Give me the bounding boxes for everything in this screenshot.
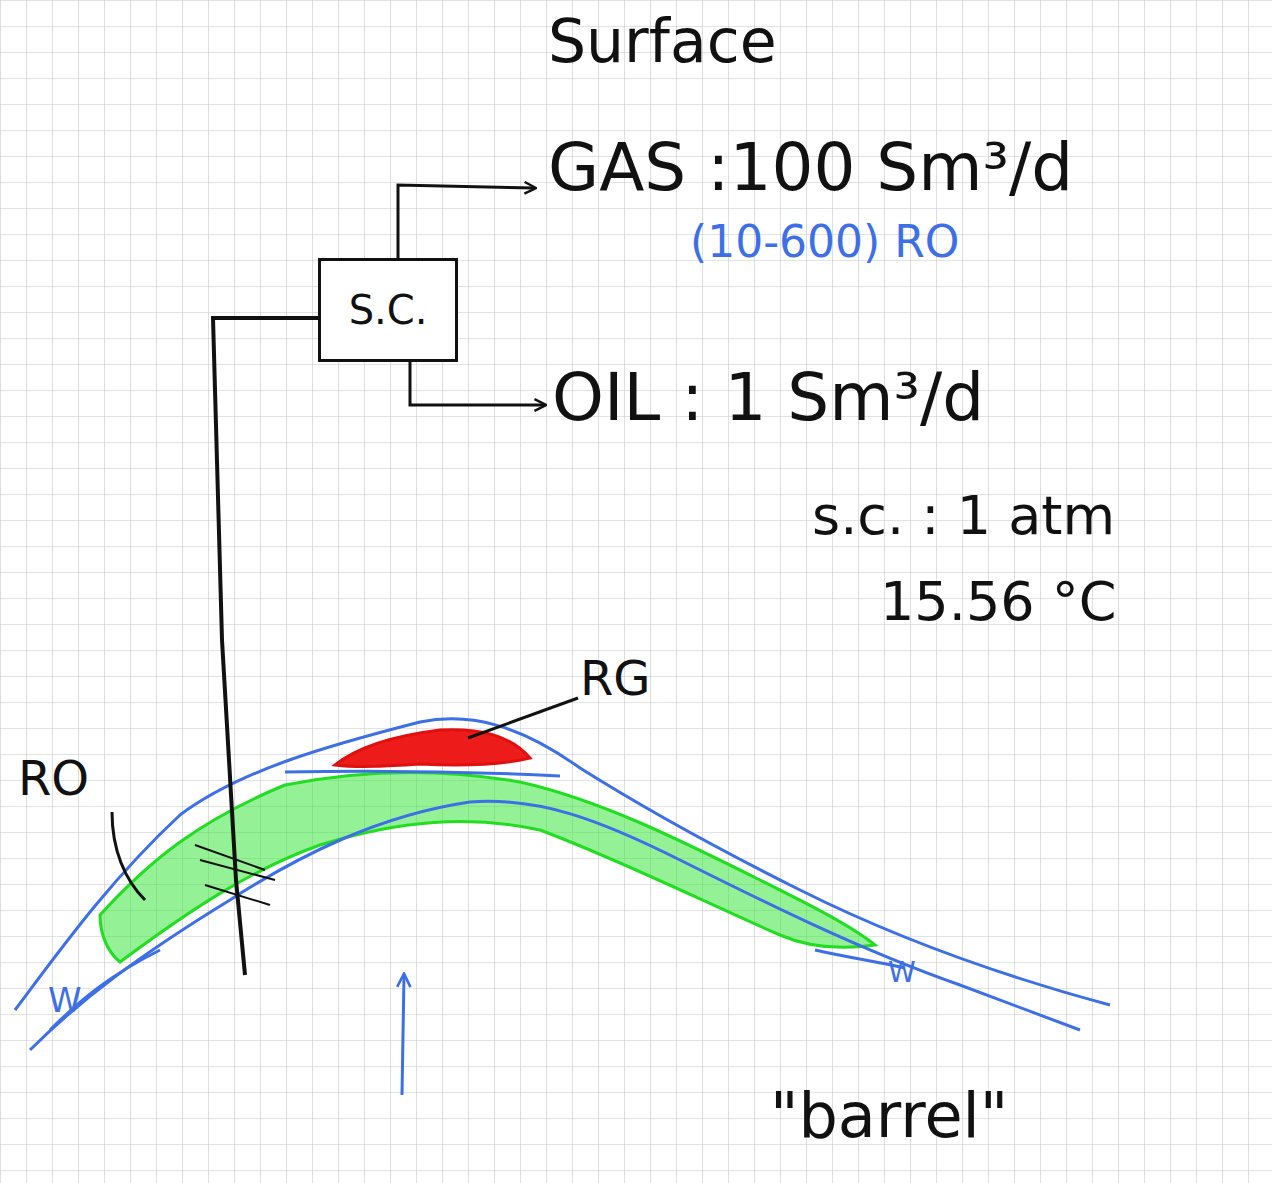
gas-oil-contact (285, 771, 560, 776)
flow-arrow (402, 975, 404, 1095)
oil-label: RO (18, 752, 89, 805)
water-label: W (888, 958, 916, 989)
standard-conditions: s.c. : 1 atm (812, 486, 1115, 545)
gas-cap (335, 730, 530, 767)
leader-line (468, 698, 578, 738)
gas-label: RG (580, 652, 651, 705)
standard-temperature: 15.56 °C (880, 572, 1116, 631)
gas-rate: GAS :100 Sm³/d (548, 132, 1073, 205)
water-label: W (48, 982, 82, 1019)
oil-flowline (410, 362, 545, 405)
reservoir-top (15, 719, 1110, 1010)
box-label: S.C. (349, 288, 428, 332)
heading: Surface (548, 8, 777, 74)
reservoir-base (30, 801, 1080, 1050)
oil-rate: OIL : 1 Sm³/d (552, 362, 984, 435)
ratio-note: (10-600) RO (690, 218, 959, 266)
unit-note: "barrel" (770, 1082, 1008, 1150)
gas-flowline (398, 185, 535, 258)
leader-line (112, 812, 145, 900)
perforations (195, 845, 275, 905)
separator-box: S.C. (318, 258, 458, 362)
